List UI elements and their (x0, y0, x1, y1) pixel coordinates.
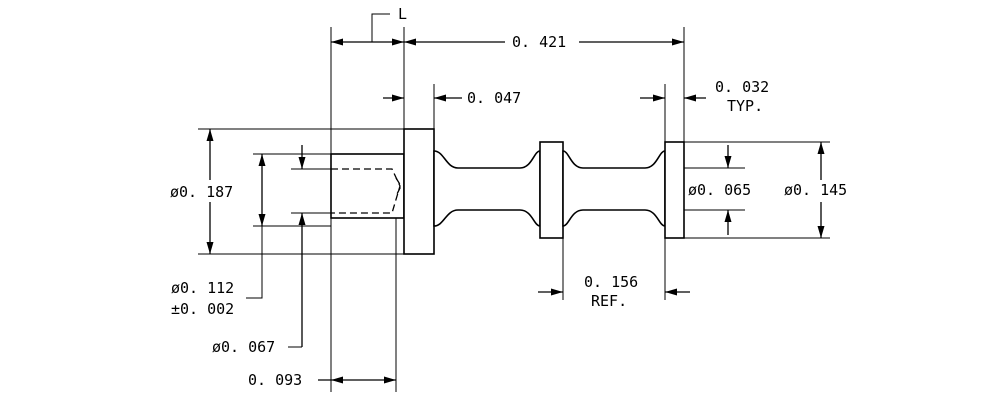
head-diameter-label: ø0. 187 (170, 183, 233, 201)
shank-left (433, 150, 541, 227)
flange-thickness-label: 0. 032 (715, 78, 769, 96)
internal-bore (331, 168, 401, 214)
part-outline (330, 128, 685, 255)
end-flange (664, 141, 685, 239)
bore-tolerance-label: ±0. 002 (171, 300, 234, 318)
thread-callout-label: L (398, 5, 407, 23)
shank-diameter-label: ø0. 065 (688, 181, 751, 199)
barrel-body (330, 153, 405, 219)
flange-spacing-label: 0. 156 (584, 273, 638, 291)
bore-depth-label: 0. 093 (248, 371, 302, 389)
bore-diameter-label: ø0. 112 (171, 279, 234, 297)
flange-spacing-note: REF. (591, 292, 627, 310)
hole-diameter-label: ø0. 067 (212, 338, 275, 356)
flange-diameter-label: ø0. 145 (784, 181, 847, 199)
dimension-labels: L 0. 421 0. 047 0. 032 TYP. ø0. 187 ø0. … (166, 5, 860, 389)
middle-flange (539, 141, 564, 239)
bore-tip (395, 177, 402, 197)
shank-right (562, 150, 666, 227)
extension-lines (198, 27, 830, 392)
flange-thickness-note: TYP. (727, 97, 763, 115)
head-collar (403, 128, 435, 255)
overall-length-label: 0. 421 (512, 33, 566, 51)
head-thickness-label: 0. 047 (467, 89, 521, 107)
